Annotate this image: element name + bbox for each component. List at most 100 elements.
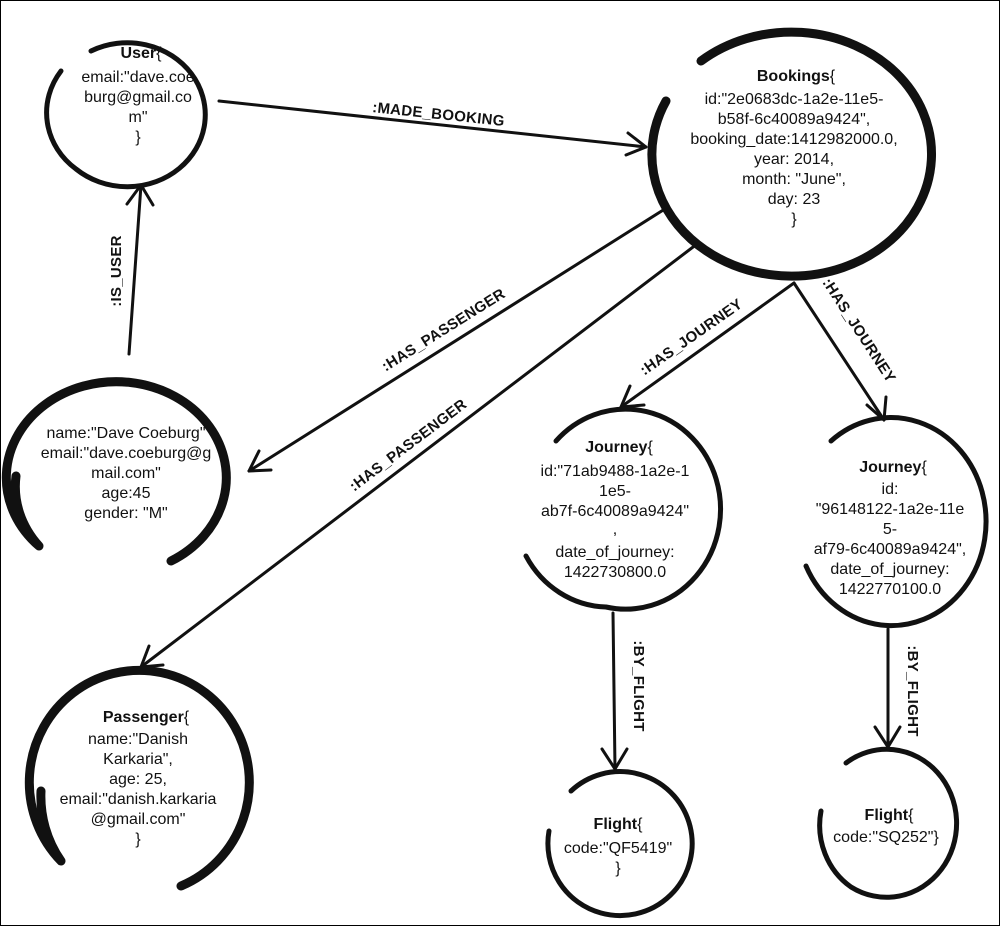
edge-has-passenger-1: :HAS_PASSENGER — [247, 205, 670, 473]
node-journey-2-line-5: date_of_journey: — [830, 561, 949, 578]
node-passenger-line-5: @gmail.com" — [91, 811, 186, 828]
node-user-line-2: burg@gmail.co — [84, 89, 192, 106]
node-passenger-line-3: age: 25, — [109, 771, 167, 788]
node-journey-2: Journey{ id: "96148122-1a2e-11e 5- af79-… — [803, 415, 989, 629]
node-journey-2-line-2: "96148122-1a2e-11e — [816, 501, 965, 518]
node-passenger-line-4: email:"danish.karkaria — [60, 791, 217, 808]
node-user-title: User — [121, 45, 157, 62]
edge-made-booking: :MADE_BOOKING — [217, 99, 648, 157]
node-journey-1-line-3: ab7f-6c40089a9424" — [541, 503, 689, 520]
node-journey-2-line-1: id: — [882, 481, 899, 498]
node-journey-1-header: Journey{ — [585, 439, 653, 456]
edge-is-user-line — [127, 183, 143, 356]
node-flight-1-line-1: code:"QF5419" — [564, 840, 672, 857]
node-user-line-4: } — [135, 129, 141, 146]
node-user-line-3: m" — [128, 109, 147, 126]
edge-has-journey-1-line — [619, 281, 796, 409]
node-journey-1-line-4: , — [613, 521, 617, 538]
edge-label-by-flight-1: :BY_FLIGHT — [630, 640, 647, 731]
node-bookings: Bookings{ id:"2e0683dc-1a2e-11e5- b58f-6… — [647, 27, 936, 281]
node-passenger: Passenger{ name:"Danish Karkaria", age: … — [24, 665, 254, 891]
node-journey-2-line-6: 1422770100.0 — [839, 581, 941, 598]
node-journey-1-title: Journey — [585, 439, 647, 456]
arrow-head-icon — [600, 747, 629, 771]
edge-label-has-journey-1: :HAS_JOURNEY — [637, 296, 746, 379]
node-bookings-brace: { — [830, 68, 836, 85]
edge-has-journey-1: :HAS_JOURNEY — [619, 281, 796, 409]
edge-label-by-flight-2: :BY_FLIGHT — [904, 645, 921, 736]
node-journey-2-header: Journey{ — [859, 459, 927, 476]
node-flight-1: Flight{ code:"QF5419" } — [545, 769, 695, 919]
edge-label-has-passenger-2: :HAS_PASSENGER — [346, 396, 470, 495]
node-person-circle — [1, 377, 231, 566]
node-flight-2-header: Flight{ — [865, 807, 915, 824]
node-flight-2-circle — [817, 746, 960, 900]
edge-label-has-passenger-1: :HAS_PASSENGER — [379, 285, 509, 375]
node-user-header: User{ — [121, 45, 163, 62]
node-user: User{ email:"dave.coe burg@gmail.co m" } — [44, 40, 208, 190]
node-bookings-line-3: booking_date:1412982000.0, — [690, 131, 897, 148]
node-flight-2-brace: { — [908, 807, 914, 824]
node-bookings-line-1: id:"2e0683dc-1a2e-11e5- — [705, 91, 884, 108]
node-person-line-3: mail.com" — [91, 465, 161, 482]
node-journey-2-line-3: 5- — [883, 521, 897, 538]
edge-has-passenger-1-line — [247, 205, 670, 473]
node-flight-2-line-1: code:"SQ252"} — [833, 829, 939, 846]
node-bookings-line-2: b58f-6c40089a9424", — [718, 111, 870, 128]
node-passenger-brace: { — [184, 709, 190, 726]
node-journey-1-circle — [523, 406, 724, 612]
edge-by-flight-2: :BY_FLIGHT — [873, 627, 921, 749]
node-journey-1-line-2: 1e5- — [599, 483, 631, 500]
node-flight-1-line-2: } — [615, 860, 621, 877]
node-passenger-line-1: name:"Danish — [88, 731, 188, 748]
node-passenger-header: Passenger{ — [103, 709, 190, 726]
node-journey-1-line-1: id:"71ab9488-1a2e-1 — [541, 463, 690, 480]
edge-has-journey-2: :HAS_JOURNEY — [792, 275, 899, 422]
node-journey-1: Journey{ id:"71ab9488-1a2e-1 1e5- ab7f-6… — [523, 406, 724, 612]
edge-label-has-journey-2: :HAS_JOURNEY — [819, 275, 899, 386]
node-bookings-title: Bookings — [757, 68, 830, 85]
node-person: name:"Dave Coeburg" email:"dave.coeburg@… — [1, 377, 231, 566]
node-passenger-line-2: Karkaria", — [103, 751, 173, 768]
node-person-line-4: age:45 — [102, 485, 151, 502]
edge-by-flight-1: :BY_FLIGHT — [600, 611, 647, 771]
node-passenger-title: Passenger — [103, 709, 184, 726]
node-bookings-circle — [647, 27, 936, 281]
node-flight-1-brace: { — [637, 816, 643, 833]
arrow-head-icon — [247, 449, 273, 473]
node-journey-2-line-4: af79-6c40089a9424", — [814, 541, 966, 558]
node-bookings-line-5: month: "June", — [742, 171, 846, 188]
edge-made-booking-line — [217, 99, 648, 149]
edge-by-flight-1-line — [611, 611, 617, 771]
node-flight-2-title: Flight — [865, 807, 909, 824]
edge-label-is-user: :IS_USER — [108, 235, 125, 307]
node-person-line-5: gender: "M" — [84, 505, 167, 522]
node-flight-1-circle — [545, 769, 695, 919]
node-journey-2-circle — [803, 415, 989, 629]
node-journey-2-brace: { — [921, 459, 927, 476]
node-bookings-line-4: year: 2014, — [754, 151, 834, 168]
node-user-line-1: email:"dave.coe — [81, 69, 194, 86]
node-journey-1-line-5: date_of_journey: — [555, 544, 674, 561]
node-user-brace: { — [156, 45, 162, 62]
node-flight-1-header: Flight{ — [594, 816, 644, 833]
node-user-circle — [44, 40, 208, 190]
node-person-line-1: name:"Dave Coeburg" — [47, 425, 206, 442]
edge-has-journey-2-line — [792, 281, 886, 422]
node-flight-2: Flight{ code:"SQ252"} — [817, 746, 960, 900]
node-journey-1-brace: { — [647, 439, 653, 456]
arrow-head-icon — [624, 131, 648, 157]
node-bookings-header: Bookings{ — [757, 68, 836, 85]
node-person-line-2: email:"dave.coeburg@g — [41, 445, 211, 462]
node-passenger-line-6: } — [135, 831, 141, 848]
edge-is-user: :IS_USER — [108, 183, 155, 356]
node-journey-1-line-6: 1422730800.0 — [564, 564, 666, 581]
node-journey-2-title: Journey — [859, 459, 921, 476]
node-flight-1-title: Flight — [594, 816, 638, 833]
node-bookings-line-7: } — [791, 211, 797, 228]
node-passenger-circle — [24, 665, 254, 891]
node-bookings-line-6: day: 23 — [768, 191, 821, 208]
edge-has-passenger-2-line — [139, 242, 699, 669]
